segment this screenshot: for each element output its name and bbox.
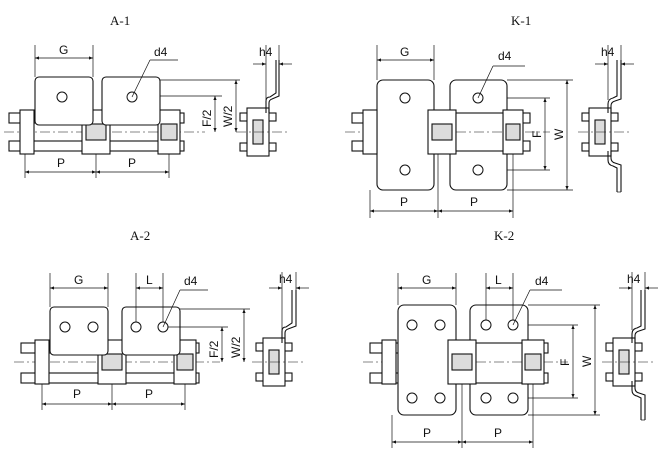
dim-p2: P	[145, 387, 153, 401]
bushing	[524, 353, 542, 371]
bushing	[505, 123, 521, 141]
dim-g: G	[74, 273, 83, 287]
attachment-hole	[399, 164, 411, 176]
panel-a2: A-2 G L d4 P P	[14, 228, 309, 410]
panel-title: A-1	[110, 13, 130, 28]
side-view: h4	[236, 45, 292, 157]
side-view: h4	[602, 272, 658, 421]
attachment-hole	[56, 91, 68, 103]
panel-k1: K-1 G d4 P P	[345, 13, 634, 218]
dim-h4: h4	[279, 272, 293, 286]
bushing	[451, 353, 473, 371]
panel-title: K-1	[511, 13, 531, 28]
dim-f: F	[558, 359, 572, 366]
dim-h4: h4	[627, 272, 641, 286]
dim-w: W/2	[229, 336, 243, 358]
dim-f: F	[530, 131, 544, 138]
bushing	[85, 123, 107, 141]
dim-d4: d4	[154, 45, 168, 59]
panel-k2: K-2 G L d4	[363, 228, 658, 448]
dim-p2: P	[470, 195, 478, 209]
dim-p1: P	[400, 195, 408, 209]
dim-p1: P	[57, 156, 65, 170]
dim-d4: d4	[184, 274, 198, 288]
attachment-hole	[434, 319, 446, 331]
dim-w: W	[580, 355, 594, 367]
dim-g: G	[422, 273, 431, 287]
panel-a1: A-1 G d4 P P	[4, 13, 292, 178]
roller	[362, 109, 378, 155]
dim-p1: P	[423, 426, 431, 440]
attachment-plate	[49, 306, 109, 356]
dim-g: G	[59, 43, 68, 57]
bushing	[176, 353, 194, 371]
attachment-hole	[507, 392, 519, 404]
side-view: h4	[252, 272, 309, 387]
attachment-hole	[472, 164, 484, 176]
attachment-hole	[399, 92, 411, 104]
attachment-hole	[406, 392, 418, 404]
roller	[19, 109, 35, 155]
dim-p1: P	[73, 387, 81, 401]
dim-f: F/2	[207, 340, 221, 358]
dim-p2: P	[128, 156, 136, 170]
dim-p2: P	[494, 426, 502, 440]
bushing	[431, 123, 453, 141]
dim-f: F/2	[200, 109, 214, 127]
roller	[381, 339, 397, 385]
attachment-hole	[87, 321, 99, 333]
attachment-hole	[480, 319, 492, 331]
dim-g: G	[400, 45, 409, 59]
bushing	[101, 353, 123, 371]
attachment-hole	[406, 319, 418, 331]
dim-w: W/2	[221, 105, 235, 127]
dim-w: W	[552, 128, 566, 140]
bushing	[160, 123, 178, 141]
link-body	[475, 342, 523, 384]
dim-d4: d4	[498, 49, 512, 63]
panel-title: A-2	[130, 228, 150, 243]
attachment-hole	[130, 321, 142, 333]
attachment-hole	[59, 321, 71, 333]
dim-d4: d4	[535, 274, 549, 288]
dim-l: L	[495, 273, 502, 287]
dim-h4: h4	[601, 45, 615, 59]
attachment-hole	[480, 392, 492, 404]
attachment-plate	[121, 306, 181, 356]
attachment-hole	[434, 392, 446, 404]
side-view: h4	[578, 45, 634, 193]
dim-l: L	[146, 273, 153, 287]
roller	[34, 339, 50, 385]
panel-title: K-2	[494, 228, 514, 243]
dim-h4: h4	[259, 45, 273, 59]
